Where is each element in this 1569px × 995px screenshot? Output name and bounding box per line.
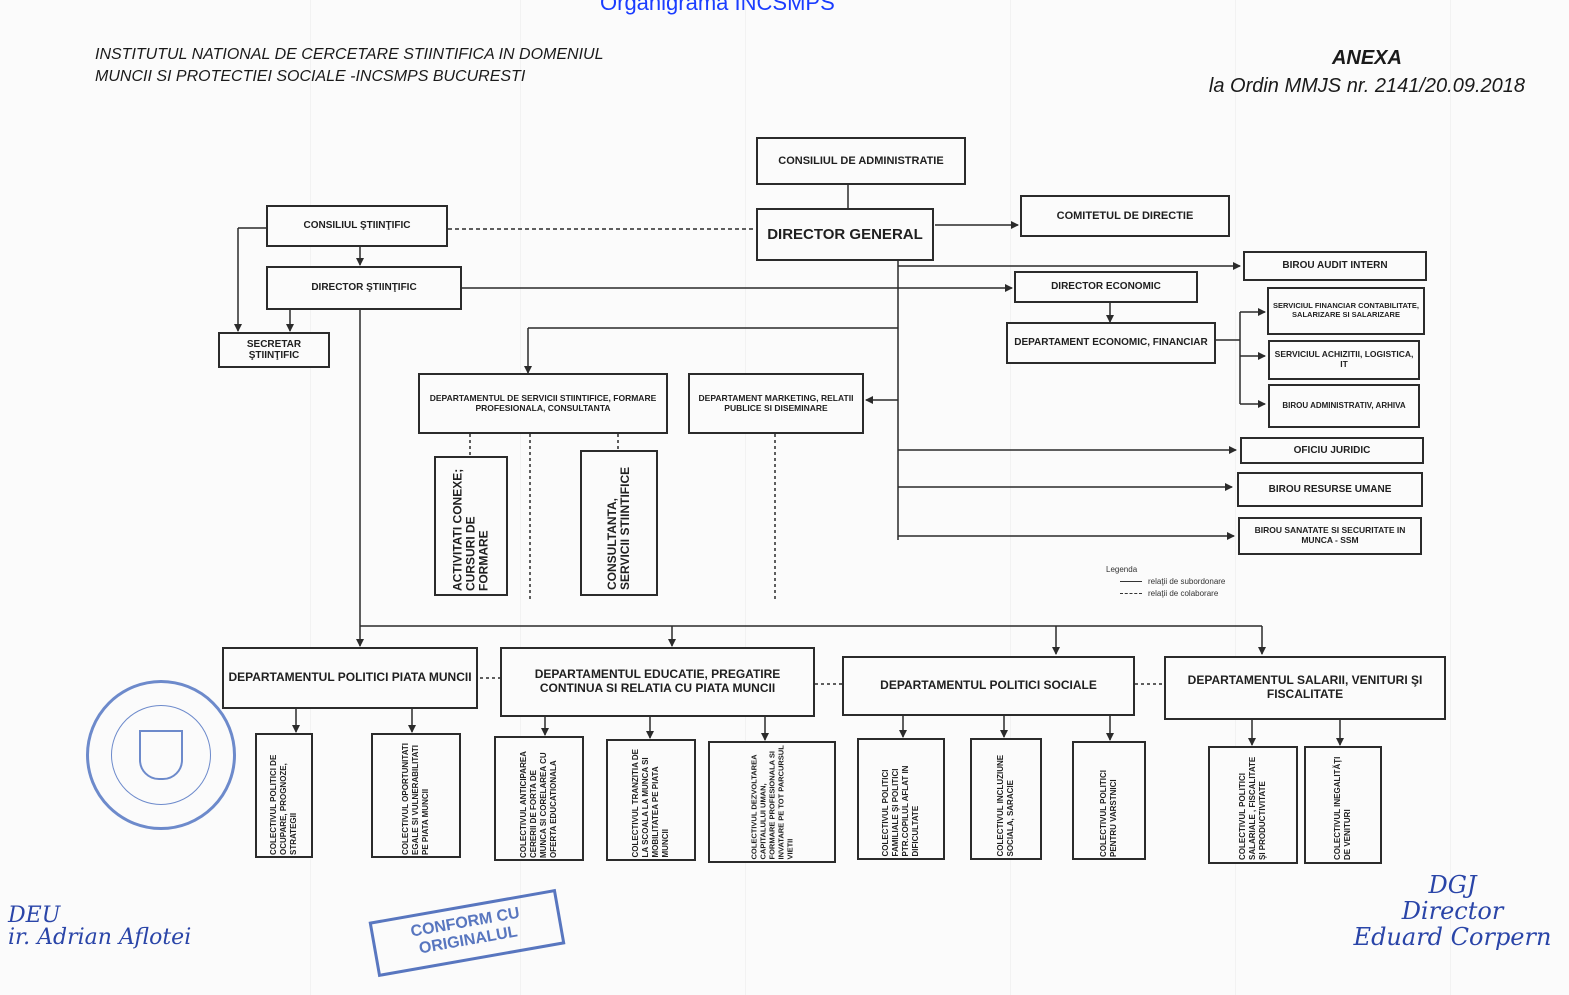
box-consultanta: CONSULTANTA, SERVICII STIINTIFICE <box>580 450 658 596</box>
box-birou-administrativ: BIROU ADMINISTRATIV, ARHIVA <box>1268 384 1420 428</box>
box-dept-educatie: DEPARTAMENTUL EDUCATIE, PREGATIRE CONTIN… <box>500 647 815 717</box>
round-seal-stamp <box>86 680 236 830</box>
box-director-economic: DIRECTOR ECONOMIC <box>1014 271 1198 303</box>
legend-title: Legenda <box>1106 565 1138 574</box>
label-consultanta: CONSULTANTA, SERVICII STIINTIFICE <box>605 466 632 590</box>
legend-row-colaborare: relaţii de colaborare <box>1120 589 1225 598</box>
annex-header: ANEXA la Ordin MMJS nr. 2141/20.09.2018 <box>1209 44 1525 100</box>
signature-left-line2: ir. Adrian Aflotei <box>8 925 192 950</box>
annex-order: la Ordin MMJS nr. 2141/20.09.2018 <box>1208 75 1525 97</box>
box-director-general: DIRECTOR GENERAL <box>756 208 934 261</box>
box-comitetul-directie: COMITETUL DE DIRECTIE <box>1020 195 1230 237</box>
box-consiliul-administratie: CONSILIUL DE ADMINISTRATIE <box>756 137 966 185</box>
institute-line-2: MUNCII SI PROTECTIEI SOCIALE -INCSMPS BU… <box>95 68 526 85</box>
label-col-tranzitia: COLECTIVUL TRANZITIA DE LA SCOALA LA MUN… <box>631 749 670 858</box>
label-activitati-conexe: ACTIVITATI CONEXE; CURSURI DE FORMARE <box>450 468 491 591</box>
legend-row-subordonare: relaţii de subordonare <box>1120 577 1225 586</box>
box-secretar-stiintific: SECRETAR ŞTIINŢIFIC <box>218 332 330 368</box>
box-birou-audit: BIROU AUDIT INTERN <box>1243 251 1427 281</box>
box-director-stiintific: DIRECTOR ŞTIINŢIFIC <box>266 266 462 310</box>
legend-label-colaborare: relaţii de colaborare <box>1148 589 1219 598</box>
label-col-ocupare: COLECTIVUL POLITICI DE OCUPARE, PROGNOZE… <box>269 754 298 855</box>
box-dept-salarii: DEPARTAMENTUL SALARII, VENITURI ŞI FISCA… <box>1164 656 1446 720</box>
box-activitati-conexe: ACTIVITATI CONEXE; CURSURI DE FORMARE <box>434 456 508 596</box>
box-col-varstnici: COLECTIVUL POLITICI PENTRU VARSTNICI <box>1072 741 1146 860</box>
label-col-oportunitati: COLECTIVUL OPORTUNITATI EGALE SI VULNERA… <box>401 742 430 855</box>
box-dept-politici-piata: DEPARTAMENTUL POLITICI PIATA MUNCII <box>222 647 478 709</box>
box-col-incluziune: COLECTIVUL INCLUZIUNE SOCIALA, SARACIE <box>970 738 1042 860</box>
institute-line-1: INSTITUTUL NATIONAL DE CERCETARE STIINTI… <box>95 46 604 63</box>
box-col-tranzitia: COLECTIVUL TRANZITIA DE LA SCOALA LA MUN… <box>606 739 696 861</box>
legend: Legenda relaţii de subordonare relaţii d… <box>1106 565 1225 598</box>
label-col-varstnici: COLECTIVUL POLITICI PENTRU VARSTNICI <box>1099 769 1118 857</box>
box-col-inegalitati: COLECTIVUL INEGALITĂŢI DE VENITURI <box>1304 746 1382 864</box>
box-consiliul-stiintific: CONSILIUL ŞTIINŢIFIC <box>266 205 448 247</box>
legend-dashed-line-icon <box>1120 593 1142 594</box>
label-col-anticiparea: COLECTIVUL ANTICIPAREA CERERII DE FORTA … <box>519 750 558 858</box>
box-birou-sanatate: BIROU SANATATE SI SECURITATE IN MUNCA - … <box>1238 517 1422 555</box>
box-dept-politici-sociale: DEPARTAMENTUL POLITICI SOCIALE <box>842 656 1135 716</box>
box-dept-servicii-stiintifice: DEPARTAMENTUL DE SERVICII STIINTIFICE, F… <box>418 373 668 434</box>
legend-label-subordonare: relaţii de subordonare <box>1148 577 1226 586</box>
signature-left: DEU ir. Adrian Aflotei <box>8 905 191 949</box>
box-col-familiale: COLECTIVUL POLITICI FAMILIALE ŞI POLITIC… <box>857 738 945 860</box>
signature-right-line3: Eduard Corpern <box>1353 923 1552 951</box>
label-col-salariale: COLECTIVUL POLITICI SALARIALE , FISCALIT… <box>1238 756 1267 860</box>
box-col-salariale: COLECTIVUL POLITICI SALARIALE , FISCALIT… <box>1208 746 1298 864</box>
box-col-dezvoltarea: COLECTIVUL DEZVOLTAREA CAPITALULUI UMAN,… <box>708 741 836 863</box>
box-dept-marketing: DEPARTAMENT MARKETING, RELATII PUBLICE S… <box>688 373 864 434</box>
box-col-ocupare: COLECTIVUL POLITICI DE OCUPARE, PROGNOZE… <box>255 733 313 858</box>
label-col-inegalitati: COLECTIVUL INEGALITĂŢI DE VENITURI <box>1333 756 1352 860</box>
legend-solid-arrow-icon <box>1120 581 1142 582</box>
signature-right-line2: Director <box>1401 897 1504 925</box>
page-title-link[interactable]: Organigrama INCSMPS <box>600 0 835 15</box>
coat-of-arms-icon <box>139 730 183 780</box>
box-birou-resurse: BIROU RESURSE UMANE <box>1237 472 1423 507</box>
box-col-oportunitati: COLECTIVUL OPORTUNITATI EGALE SI VULNERA… <box>371 733 461 858</box>
box-col-anticiparea: COLECTIVUL ANTICIPAREA CERERII DE FORTA … <box>494 736 584 861</box>
institute-name: INSTITUTUL NATIONAL DE CERCETARE STIINTI… <box>95 44 604 88</box>
box-departament-economic: DEPARTAMENT ECONOMIC, FINANCIAR <box>1006 322 1216 364</box>
box-serviciul-financiar: SERVICIUL FINANCIAR CONTABILITATE, SALAR… <box>1267 287 1425 335</box>
signature-right: DGJ Director Eduard Corpern <box>1340 872 1565 950</box>
label-col-incluziune: COLECTIVUL INCLUZIUNE SOCIALA, SARACIE <box>996 754 1015 857</box>
label-col-familiale: COLECTIVUL POLITICI FAMILIALE ŞI POLITIC… <box>881 765 920 857</box>
signature-right-line1: DGJ <box>1428 871 1477 899</box>
signature-left-line1: DEU <box>8 903 61 928</box>
annex-title: ANEXA <box>1331 47 1402 69</box>
label-col-dezvoltarea: COLECTIVUL DEZVOLTAREA CAPITALULUI UMAN,… <box>749 745 795 860</box>
box-serviciul-achizitii: SERVICIUL ACHIZITII, LOGISTICA, IT <box>1268 340 1420 380</box>
box-oficiu-juridic: OFICIU JURIDIC <box>1240 437 1424 464</box>
seal-inner-ring <box>111 705 211 805</box>
